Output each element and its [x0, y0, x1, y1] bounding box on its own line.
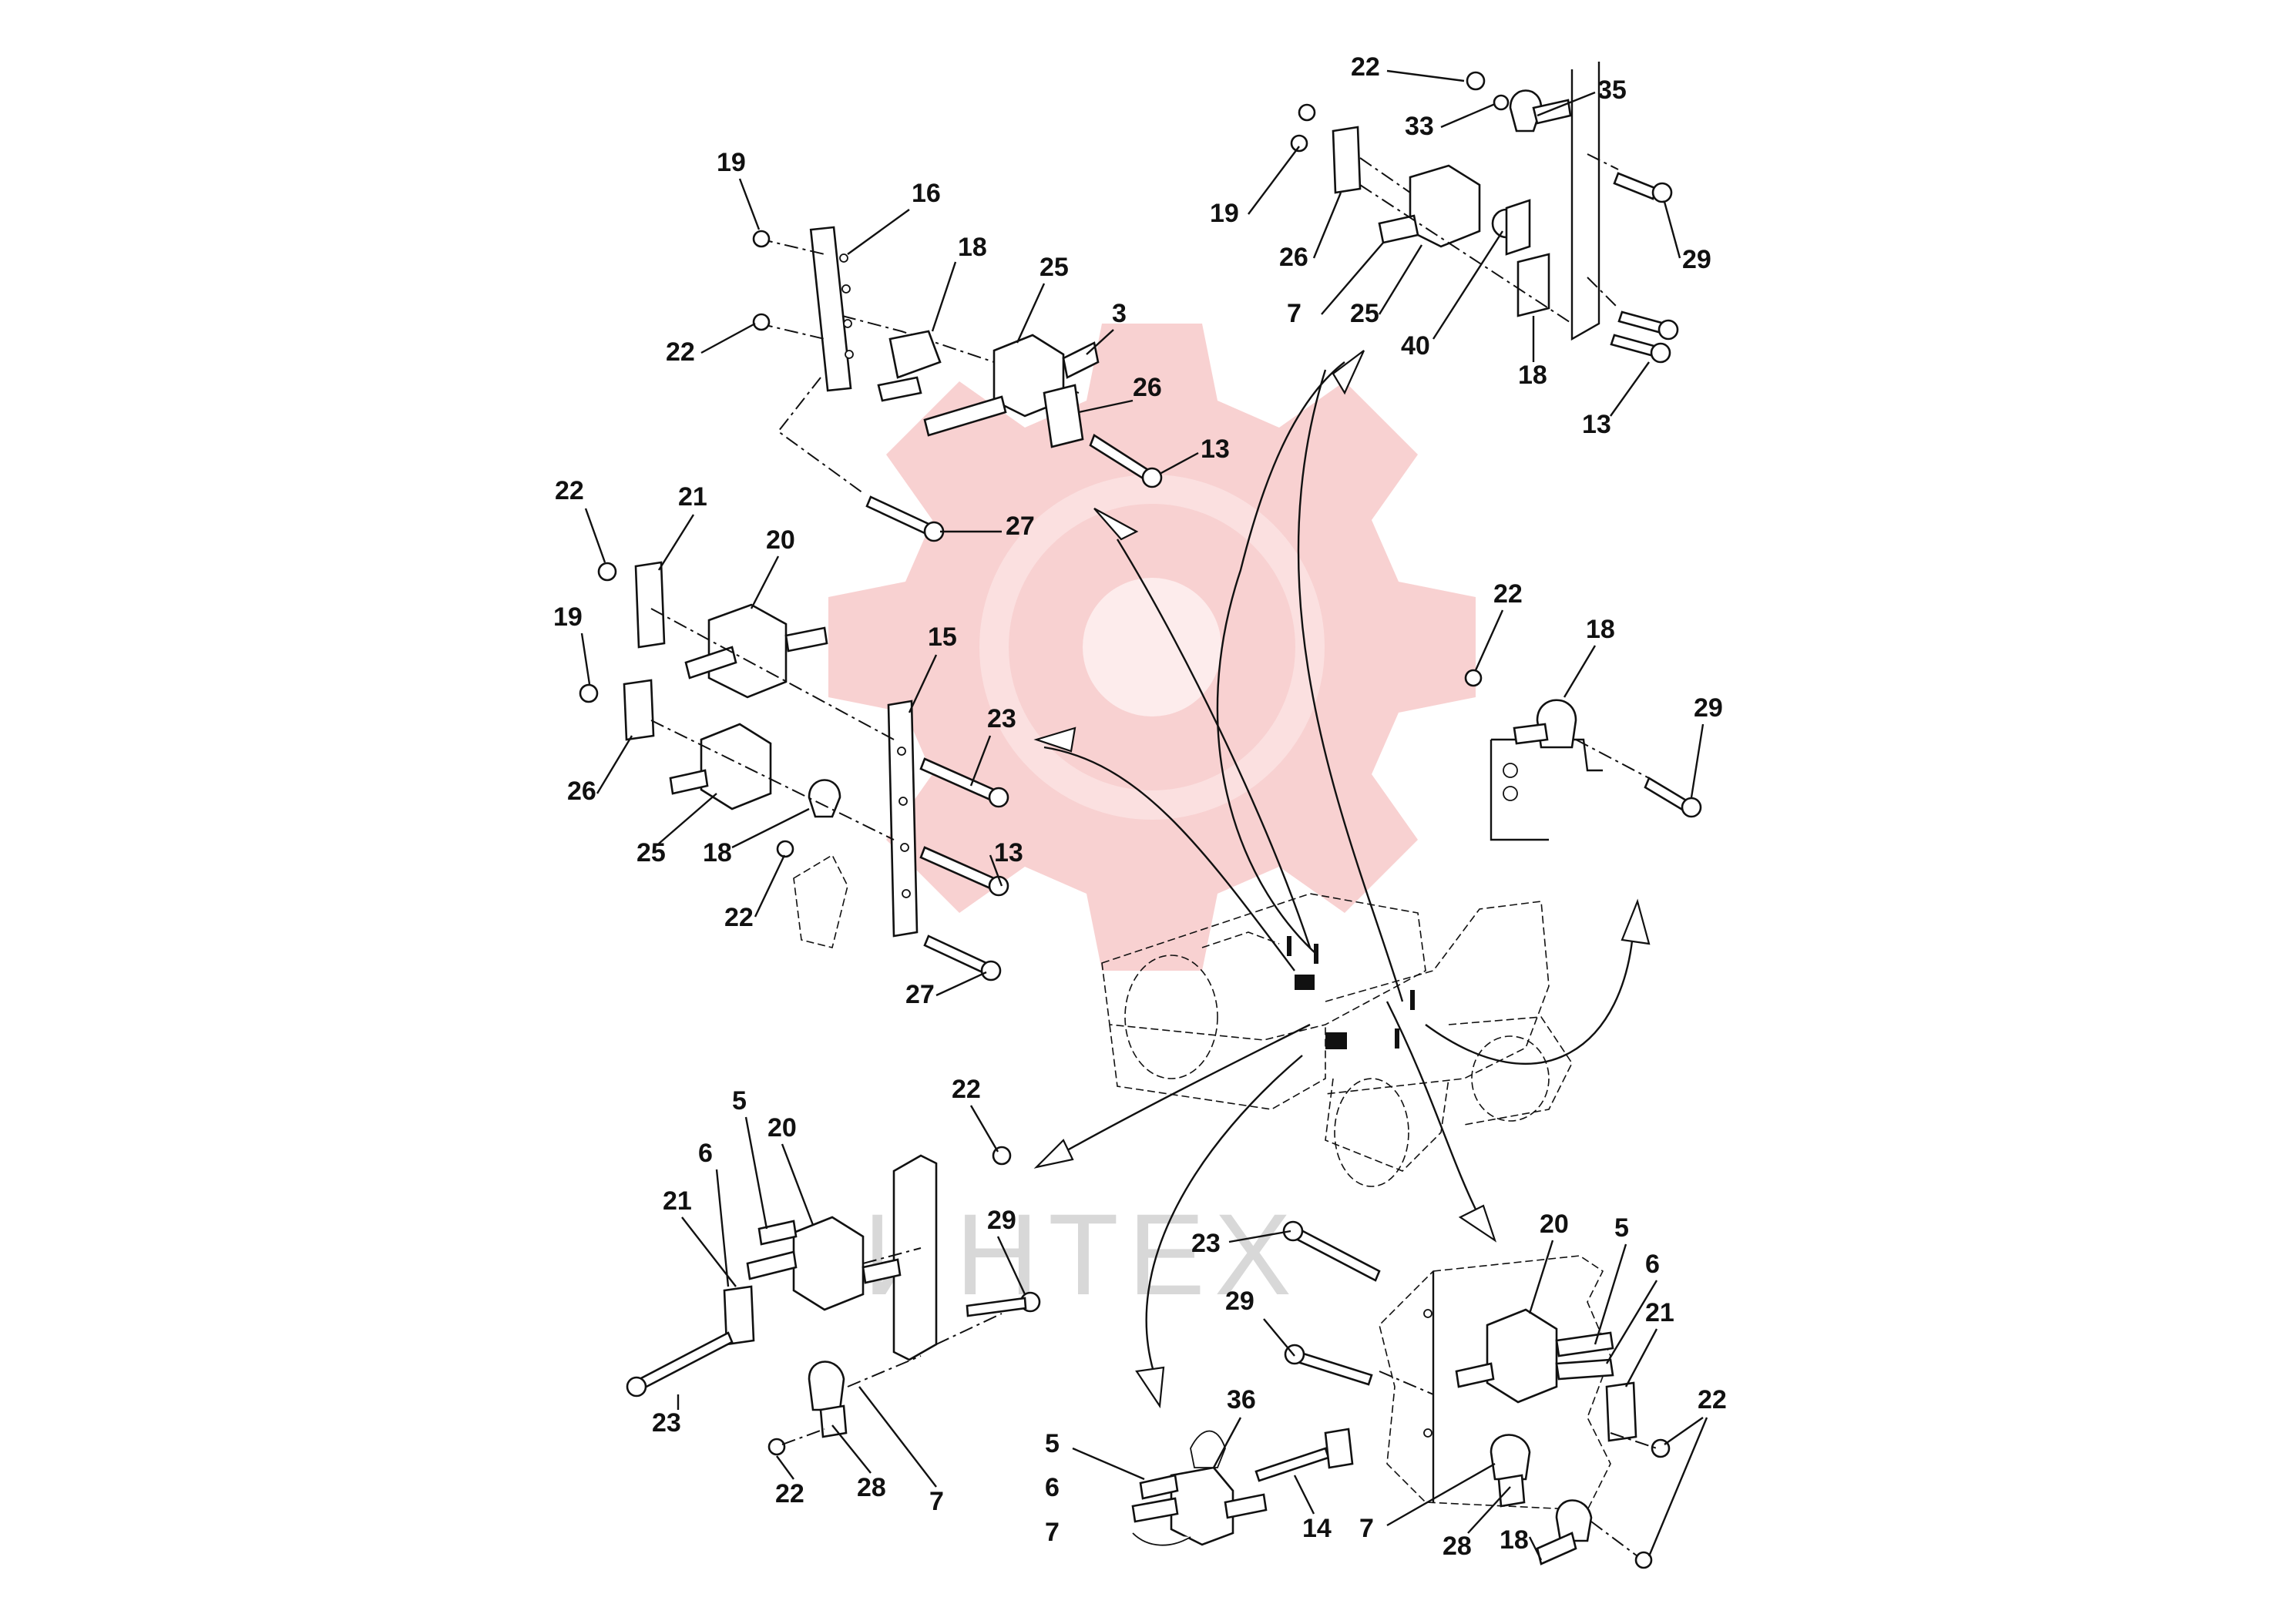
callout-label: 22	[1698, 1385, 1727, 1414]
callout-label: 7	[929, 1487, 944, 1516]
callout-label: 27	[1006, 512, 1035, 541]
callout-label: 5	[1045, 1429, 1060, 1458]
callout-labels-g2: 22 33 35 19 26 29 7 25 40 18 13	[1210, 52, 1711, 439]
callout-label: 22	[952, 1075, 981, 1104]
callout-label: 25	[1350, 299, 1379, 328]
view-arrows	[1033, 350, 1651, 1409]
callout-label: 13	[1201, 435, 1230, 464]
callout-label: 29	[1225, 1287, 1254, 1316]
callout-label: 7	[1045, 1518, 1060, 1547]
machine-outline	[1101, 893, 1573, 1187]
assembly-group-1	[752, 226, 1163, 542]
callout-label: 5	[1614, 1213, 1629, 1243]
callout-label: 20	[767, 1113, 797, 1143]
callout-label: 35	[1597, 75, 1627, 105]
callout-label: 21	[663, 1186, 692, 1216]
watermark-logo	[828, 324, 1476, 971]
callout-labels-g3: 22 21 20 19 15 23 26 25 18 13 22 27	[553, 476, 1023, 1009]
callout-label: 19	[553, 602, 583, 632]
callout-label: 7	[1359, 1514, 1374, 1543]
callout-label: 6	[1045, 1473, 1060, 1502]
callout-labels-g5: 22 5 20 6 29 21 23 22 28 7	[652, 1075, 1026, 1516]
callout-labels-g7: 36 5 6 7 14	[1045, 1385, 1332, 1547]
callout-label: 26	[567, 777, 596, 806]
callout-label: 36	[1227, 1385, 1256, 1414]
callout-label: 21	[678, 482, 707, 512]
callout-label: 7	[1287, 299, 1302, 328]
callout-label: 16	[912, 179, 941, 208]
callout-label: 25	[1040, 253, 1069, 282]
callout-label: 22	[555, 476, 584, 505]
callout-label: 22	[1351, 52, 1380, 82]
callout-label: 29	[1682, 245, 1711, 274]
callout-label: 22	[775, 1479, 804, 1508]
assembly-group-3	[579, 561, 1009, 981]
callout-label: 29	[1694, 693, 1723, 723]
callout-label: 18	[1500, 1525, 1529, 1555]
callout-label: 33	[1405, 112, 1434, 141]
callout-label: 18	[958, 233, 987, 262]
callout-label: 40	[1401, 331, 1430, 361]
callout-label: 5	[732, 1086, 747, 1116]
assembly-group-4	[1464, 669, 1702, 841]
callout-label: 19	[1210, 199, 1239, 228]
callout-label: 13	[994, 838, 1023, 867]
callout-label: 29	[987, 1206, 1016, 1235]
callout-labels-g1: 19 16 18 25 3 26 22 13 27	[666, 148, 1230, 541]
callout-label: 6	[1645, 1250, 1660, 1279]
callout-label: 26	[1133, 373, 1162, 402]
callout-label: 18	[1586, 615, 1615, 644]
assembly-group-2	[1290, 62, 1679, 364]
callout-labels-g4: 22 18 29	[1474, 579, 1723, 798]
callout-label: 18	[1518, 361, 1547, 390]
assembly-group-5	[626, 1146, 1041, 1456]
callout-label: 28	[857, 1473, 886, 1502]
callout-label: 13	[1582, 410, 1611, 439]
callout-label: 26	[1279, 243, 1308, 272]
callout-label: 6	[698, 1139, 713, 1168]
callout-label: 23	[1191, 1229, 1221, 1258]
callout-label: 27	[905, 980, 935, 1009]
callout-label: 20	[1540, 1210, 1569, 1239]
callout-label: 14	[1302, 1514, 1332, 1543]
callout-labels-g6: 20 5 23 6 29 21 22 7 28 18	[1191, 1210, 1727, 1561]
callout-label: 22	[1493, 579, 1523, 609]
callout-label: 3	[1112, 299, 1127, 328]
callout-label: 22	[666, 337, 695, 367]
callout-label: 28	[1443, 1532, 1472, 1561]
callout-label: 18	[703, 838, 732, 867]
assembly-group-6	[1282, 1220, 1671, 1569]
callout-label: 23	[987, 704, 1016, 733]
callout-label: 23	[652, 1408, 681, 1438]
callout-label: 20	[766, 525, 795, 555]
callout-label: 15	[928, 622, 957, 652]
callout-label: 21	[1645, 1298, 1674, 1327]
callout-label: 19	[717, 148, 746, 177]
callout-label: 22	[724, 903, 754, 932]
assembly-group-7	[1131, 1428, 1354, 1546]
